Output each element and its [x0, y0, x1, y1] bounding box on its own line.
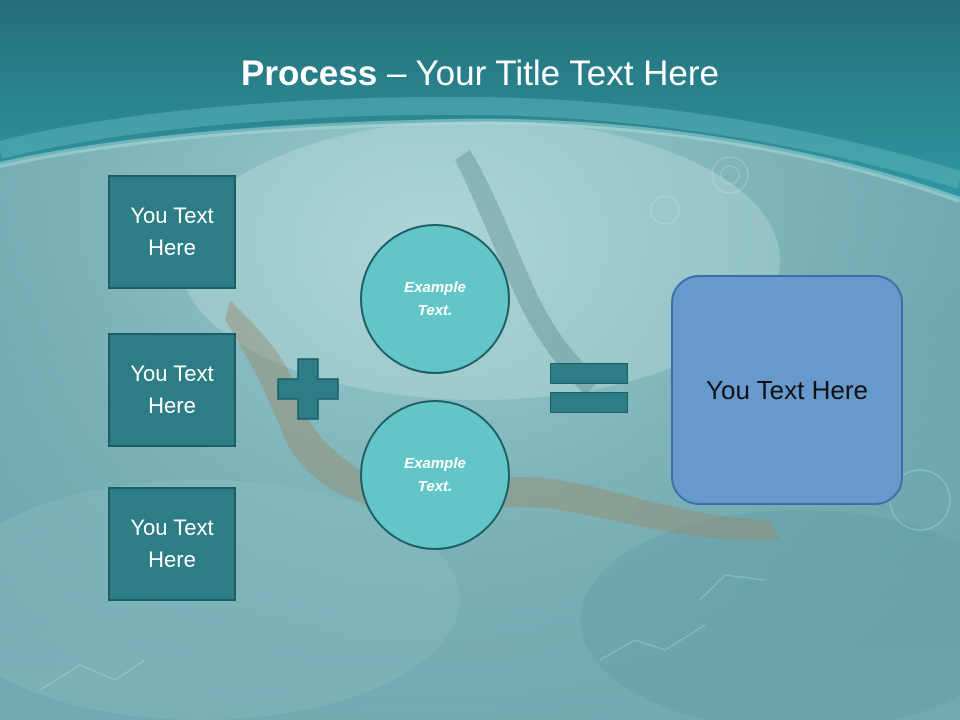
input-box-3-text: You Text Here — [130, 515, 214, 572]
input-box-1[interactable]: You Text Here — [108, 175, 236, 289]
slide-title: Process – Your Title Text Here — [0, 52, 960, 96]
result-box[interactable]: You Text Here — [671, 275, 903, 505]
example-circle-1[interactable]: Example Text. — [360, 224, 510, 374]
example-circle-1-text: Example Text. — [404, 279, 466, 319]
title-bold-text: Process — [241, 54, 378, 93]
equals-icon-top-bar[interactable] — [550, 363, 628, 384]
result-box-text: You Text Here — [706, 374, 868, 405]
title-rest-text: – Your Title Text Here — [377, 54, 719, 93]
input-box-2-text: You Text Here — [130, 361, 214, 418]
input-box-2[interactable]: You Text Here — [108, 333, 236, 447]
input-box-3[interactable]: You Text Here — [108, 487, 236, 601]
example-circle-2[interactable]: Example Text. — [360, 400, 510, 550]
example-circle-2-text: Example Text. — [404, 455, 466, 495]
plus-icon[interactable] — [277, 358, 339, 420]
equals-icon-bottom-bar[interactable] — [550, 392, 628, 413]
input-box-1-text: You Text Here — [130, 203, 214, 260]
title-band — [0, 0, 960, 203]
